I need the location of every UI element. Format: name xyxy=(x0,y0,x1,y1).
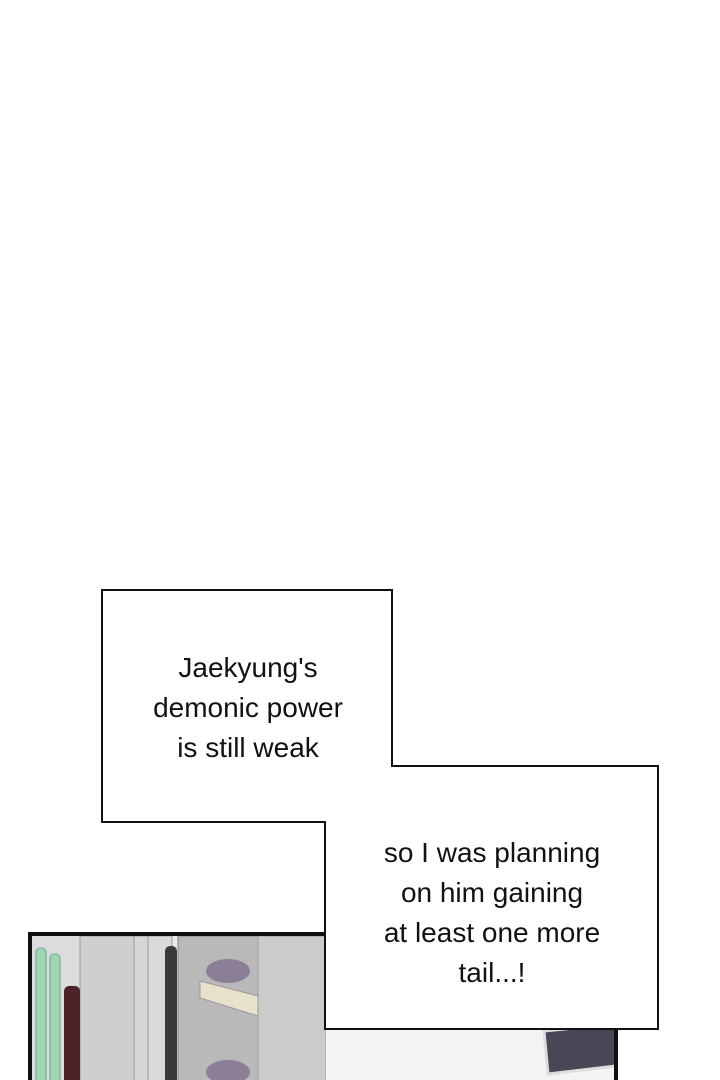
caption-line: is still weak xyxy=(177,732,319,763)
wine-bottle xyxy=(206,959,250,983)
caption-line: Jaekyung's xyxy=(178,652,318,683)
caption-second: so I was planning on him gaining at leas… xyxy=(326,833,658,993)
caption-first: Jaekyung's demonic power is still weak xyxy=(103,648,393,768)
caption-line: at least one more xyxy=(383,917,601,948)
fridge-handle xyxy=(165,946,177,1080)
wine-bottle xyxy=(64,986,80,1080)
caption-line: demonic power xyxy=(153,692,343,723)
caption-line: tail...! xyxy=(458,957,526,988)
caption-line: on him gaining xyxy=(400,877,584,908)
green-bottle xyxy=(35,947,47,1080)
green-bottle xyxy=(49,953,61,1080)
wine-bottle xyxy=(206,1060,250,1080)
caption-line: so I was planning xyxy=(383,837,601,868)
